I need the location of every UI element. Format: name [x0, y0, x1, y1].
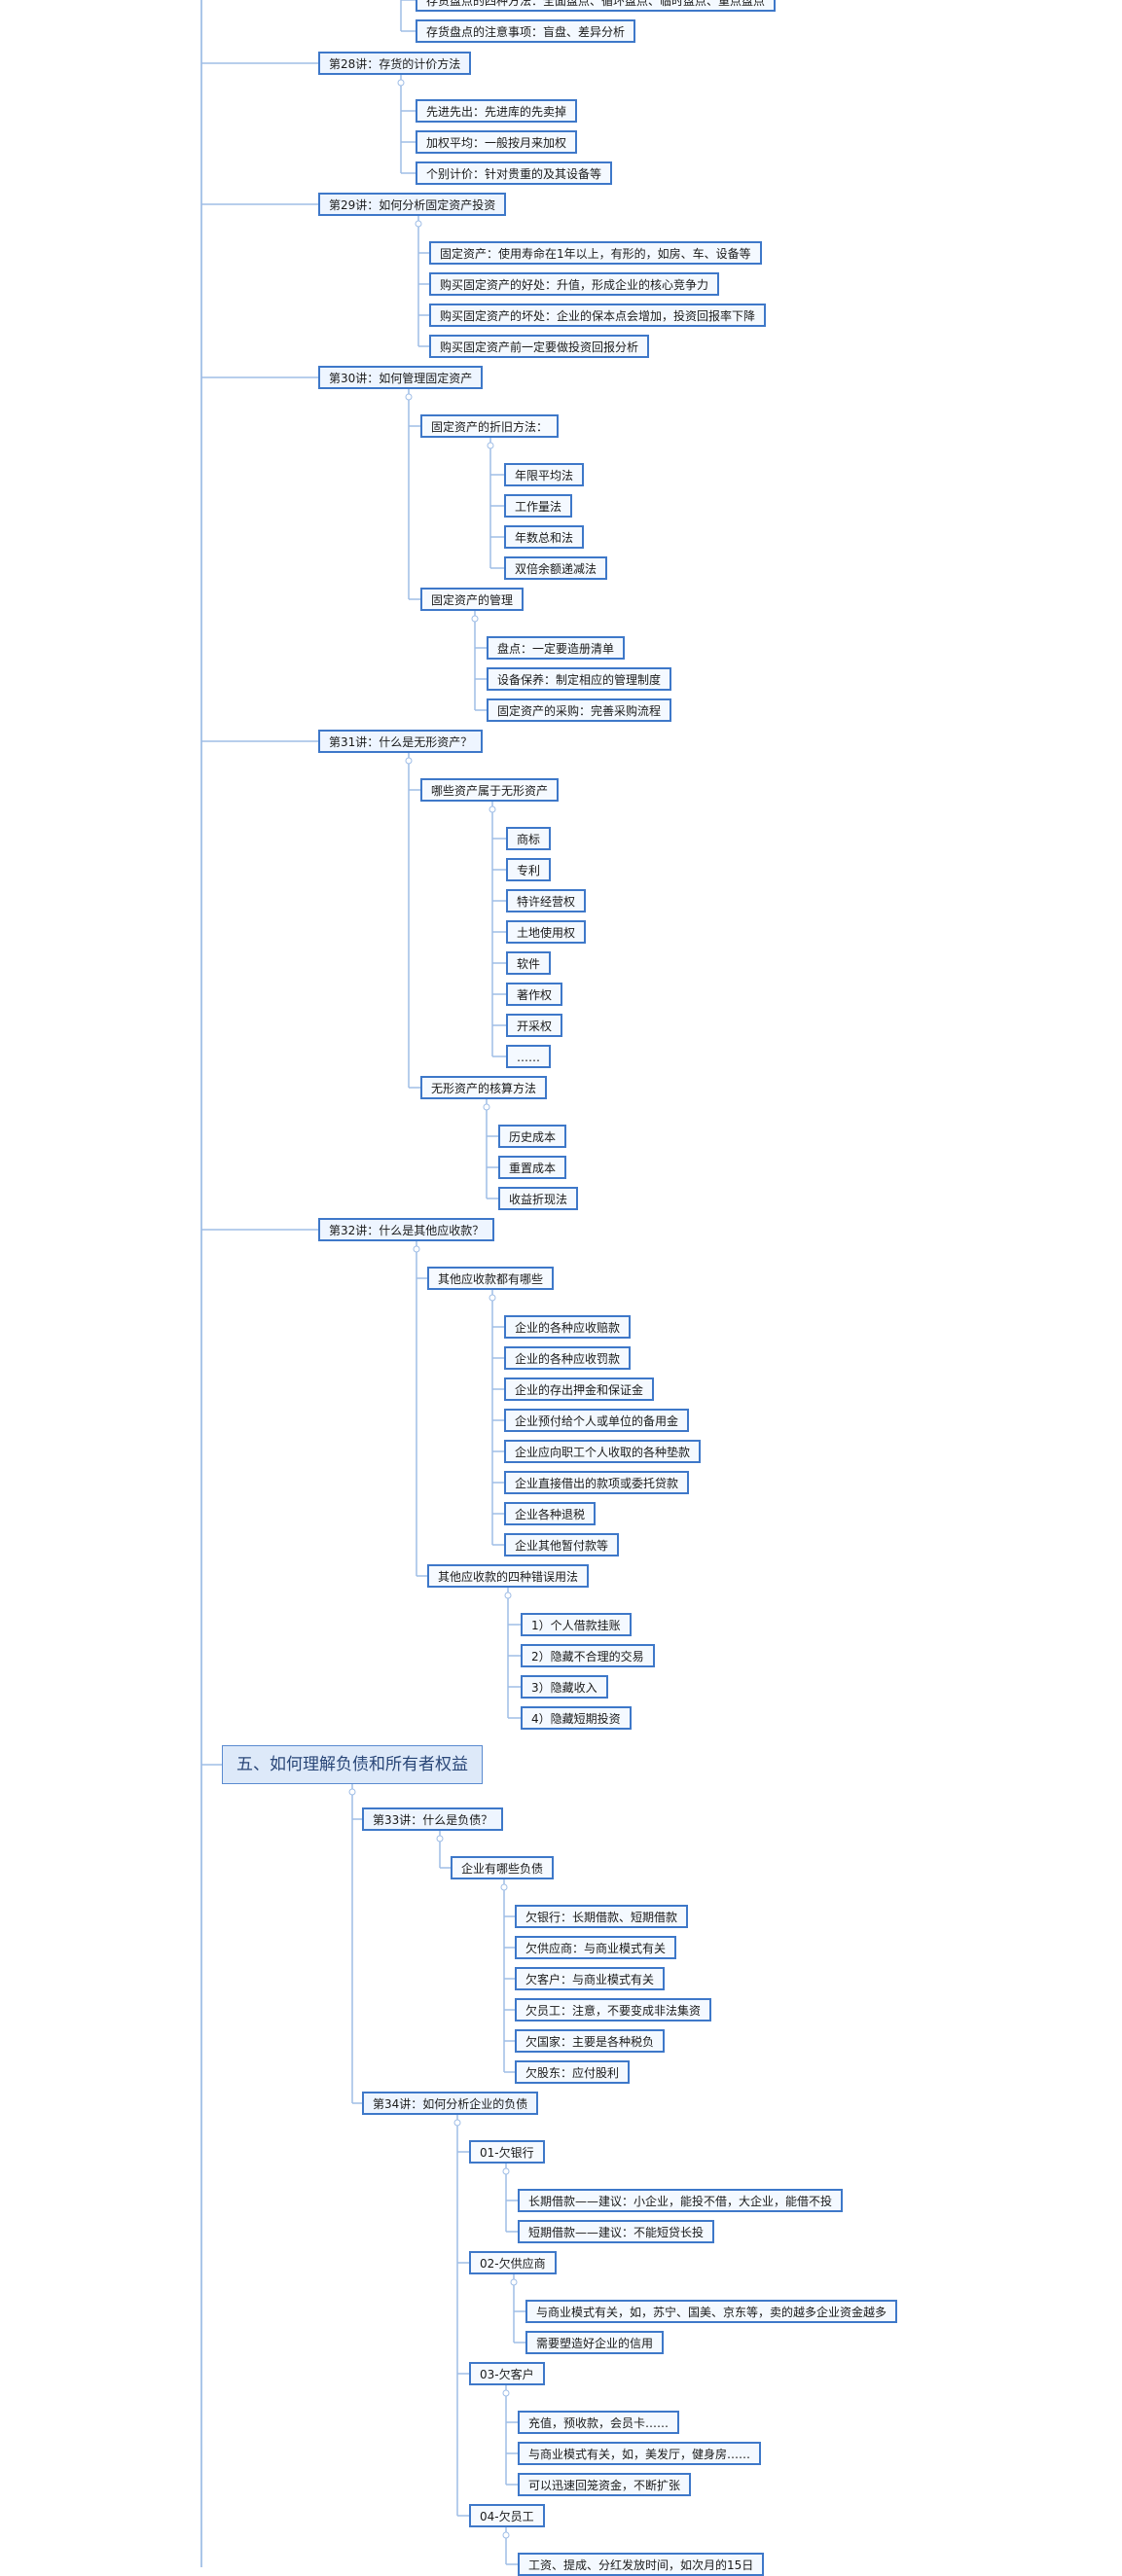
collapse-toggle-icon[interactable]: [472, 616, 478, 622]
mindmap-node-misuse-personal-loans[interactable]: 1）个人借款挂账: [521, 1613, 632, 1636]
mindmap-node-lecture-29[interactable]: 第29讲：如何分析固定资产投资: [318, 193, 507, 216]
mindmap-node-fine-receivable[interactable]: 企业的各种应收罚款: [504, 1346, 632, 1370]
mindmap-node-deposits[interactable]: 企业的存出押金和保证金: [504, 1377, 655, 1401]
mindmap-node-long-term-loans[interactable]: 长期借款——建议：小企业，能投不借，大企业，能借不投: [518, 2189, 844, 2212]
mindmap-node-trademark[interactable]: 商标: [506, 827, 552, 850]
mindmap-node-fixed-asset-management[interactable]: 固定资产的管理: [420, 588, 525, 611]
mindmap-node-asset-procurement[interactable]: 固定资产的采购：完善采购流程: [487, 698, 672, 722]
mindmap-node-supplier-business-model[interactable]: 与商业模式有关，如，苏宁、国美、京东等，卖的越多企业资金越多: [525, 2300, 898, 2323]
mindmap-node-inventory-count-notes[interactable]: 存货盘点的注意事项：盲盘、差异分析: [416, 19, 636, 43]
mindmap-node-more[interactable]: ……: [506, 1045, 551, 1068]
mindmap-node-software[interactable]: 软件: [506, 951, 552, 975]
mindmap-node-03-owe-customer[interactable]: 03-欠客户: [469, 2362, 545, 2385]
mindmap-node-specific-identification[interactable]: 个别计价：针对贵重的及其设备等: [416, 161, 613, 185]
mindmap-node-fixed-asset-cons[interactable]: 购买固定资产的坏处：企业的保本点会增加，投资回报率下降: [429, 304, 767, 327]
mindmap-node-owe-customer[interactable]: 欠客户：与商业模式有关: [515, 1967, 666, 1990]
collapse-toggle-icon[interactable]: [349, 1789, 355, 1795]
mindmap-node-copyright[interactable]: 著作权: [506, 983, 563, 1006]
collapse-toggle-icon[interactable]: [406, 394, 412, 400]
mindmap-node-tax-refunds[interactable]: 企业各种退税: [504, 1502, 597, 1525]
mindmap-node-fast-cash-recovery[interactable]: 可以迅速回笼资金，不断扩张: [518, 2473, 692, 2496]
mindmap-node-fifo[interactable]: 先进先出：先进库的先卖掉: [416, 99, 578, 123]
mindmap-node-owe-employee[interactable]: 欠员工：注意，不要变成非法集资: [515, 1998, 712, 2021]
mindmap-node-liability-types[interactable]: 企业有哪些负债: [451, 1856, 555, 1879]
mindmap-node-units-of-production[interactable]: 工作量法: [504, 494, 573, 518]
mindmap-node-weighted-average[interactable]: 加权平均：一般按月来加权: [416, 130, 578, 154]
mindmap-node-customer-business-model[interactable]: 与商业模式有关，如，美发厅，健身房……: [518, 2442, 762, 2465]
mindmap-node-patent[interactable]: 专利: [506, 858, 552, 881]
mindmap-node-misuse-hidden-transactions[interactable]: 2）隐藏不合理的交易: [521, 1644, 655, 1667]
mindmap-node-depreciation-methods[interactable]: 固定资产的折旧方法：: [420, 414, 560, 438]
mindmap-node-short-term-loans[interactable]: 短期借款——建议：不能短贷长投: [518, 2220, 715, 2243]
mindmap-node-supplier-credit[interactable]: 需要塑造好企业的信用: [525, 2331, 665, 2354]
mindmap-node-lecture-28[interactable]: 第28讲：存货的计价方法: [318, 52, 472, 75]
mindmap-node-land-use-right[interactable]: 土地使用权: [506, 920, 587, 944]
mindmap-node-owe-shareholder[interactable]: 欠股东：应付股利: [515, 2060, 631, 2084]
collapse-toggle-icon[interactable]: [484, 1104, 489, 1110]
mindmap-node-02-owe-supplier[interactable]: 02-欠供应商: [469, 2251, 557, 2274]
mindmap-node-lecture-31[interactable]: 第31讲：什么是无形资产？: [318, 730, 484, 753]
mindmap-node-other-temporary-payments[interactable]: 企业其他暂付款等: [504, 1533, 620, 1556]
collapse-toggle-icon[interactable]: [454, 2120, 460, 2126]
mindmap-node-other-receivables-misuse[interactable]: 其他应收款的四种错误用法: [427, 1564, 590, 1588]
mindmap-node-straight-line[interactable]: 年限平均法: [504, 463, 585, 486]
mindmap-node-owe-state[interactable]: 欠国家：主要是各种税负: [515, 2029, 666, 2053]
collapse-toggle-icon[interactable]: [505, 1592, 511, 1598]
mindmap-node-salary-payment-time[interactable]: 工资、提成、分红发放时间，如次月的15日: [518, 2553, 765, 2576]
mindmap-node-intangible-types[interactable]: 哪些资产属于无形资产: [420, 778, 560, 802]
collapse-toggle-icon[interactable]: [414, 1246, 419, 1252]
collapse-toggle-icon[interactable]: [501, 1884, 507, 1890]
mindmap-node-fixed-asset-definition[interactable]: 固定资产：使用寿命在1年以上，有形的，如房、车、设备等: [429, 241, 762, 265]
mindmap-node-historical-cost[interactable]: 历史成本: [498, 1125, 567, 1148]
collapse-toggle-icon[interactable]: [503, 2390, 509, 2396]
mindmap-node-01-owe-bank[interactable]: 01-欠银行: [469, 2140, 545, 2164]
mindmap-node-chapter-5[interactable]: 五、如何理解负债和所有者权益: [222, 1745, 483, 1784]
collapse-toggle-icon[interactable]: [437, 1836, 443, 1842]
mindmap-node-fixed-asset-pros[interactable]: 购买固定资产的好处：升值，形成企业的核心竞争力: [429, 272, 720, 296]
mindmap-node-sum-of-years[interactable]: 年数总和法: [504, 525, 585, 549]
mindmap-node-employee-advances[interactable]: 企业应向职工个人收取的各种垫款: [504, 1440, 702, 1463]
mindmap-node-owe-bank[interactable]: 欠银行：长期借款、短期借款: [515, 1905, 689, 1928]
mindmap-node-replacement-cost[interactable]: 重置成本: [498, 1156, 567, 1179]
mindmap-node-prepaid-cards[interactable]: 充值，预收款，会员卡……: [518, 2411, 680, 2434]
mindmap-node-04-owe-employee[interactable]: 04-欠员工: [469, 2504, 545, 2527]
mindmap-node-mining-right[interactable]: 开采权: [506, 1014, 563, 1037]
collapse-toggle-icon[interactable]: [406, 758, 412, 764]
mindmap-node-discounted-income[interactable]: 收益折现法: [498, 1187, 579, 1210]
collapse-toggle-icon[interactable]: [398, 80, 404, 86]
mindmap-node-other-receivables-types[interactable]: 其他应收款都有哪些: [427, 1267, 555, 1290]
collapse-toggle-icon[interactable]: [488, 443, 493, 448]
mindmap-node-fixed-asset-roi[interactable]: 购买固定资产前一定要做投资回报分析: [429, 335, 650, 358]
mindmap-node-lecture-33[interactable]: 第33讲：什么是负债？: [362, 1807, 504, 1831]
mindmap-node-intangible-accounting[interactable]: 无形资产的核算方法: [420, 1076, 548, 1099]
collapse-toggle-icon[interactable]: [489, 806, 495, 812]
mindmap-node-equipment-maintenance[interactable]: 设备保养：制定相应的管理制度: [487, 667, 672, 691]
mindmap-node-inventory-count-methods[interactable]: 存货盘点的四种方法：全面盘点、循环盘点、临时盘点、重点盘点: [416, 0, 777, 12]
collapse-toggle-icon[interactable]: [416, 221, 421, 227]
collapse-toggle-icon[interactable]: [503, 2168, 509, 2174]
mindmap-node-lecture-30[interactable]: 第30讲：如何管理固定资产: [318, 366, 484, 389]
mindmap-node-misuse-hidden-investment[interactable]: 4）隐藏短期投资: [521, 1706, 632, 1730]
collapse-toggle-icon[interactable]: [489, 1295, 495, 1301]
mindmap-node-lecture-34[interactable]: 第34讲：如何分析企业的负债: [362, 2092, 539, 2115]
mindmap-node-franchise[interactable]: 特许经营权: [506, 889, 587, 912]
mindmap-node-compensation-receivable[interactable]: 企业的各种应收赔款: [504, 1315, 632, 1339]
mindmap-node-stocktake[interactable]: 盘点：一定要造册清单: [487, 636, 626, 660]
mindmap-node-petty-cash[interactable]: 企业预付给个人或单位的备用金: [504, 1409, 690, 1432]
mindmap-node-lecture-32[interactable]: 第32讲：什么是其他应收款？: [318, 1218, 495, 1241]
mindmap-node-owe-supplier[interactable]: 欠供应商：与商业模式有关: [515, 1936, 677, 1959]
mindmap-node-direct-loans[interactable]: 企业直接借出的款项或委托贷款: [504, 1471, 690, 1494]
collapse-toggle-icon[interactable]: [511, 2279, 517, 2285]
collapse-toggle-icon[interactable]: [503, 2532, 509, 2538]
mindmap-node-double-declining[interactable]: 双倍余额递减法: [504, 556, 608, 580]
mindmap-node-misuse-hidden-income[interactable]: 3）隐藏收入: [521, 1675, 608, 1699]
